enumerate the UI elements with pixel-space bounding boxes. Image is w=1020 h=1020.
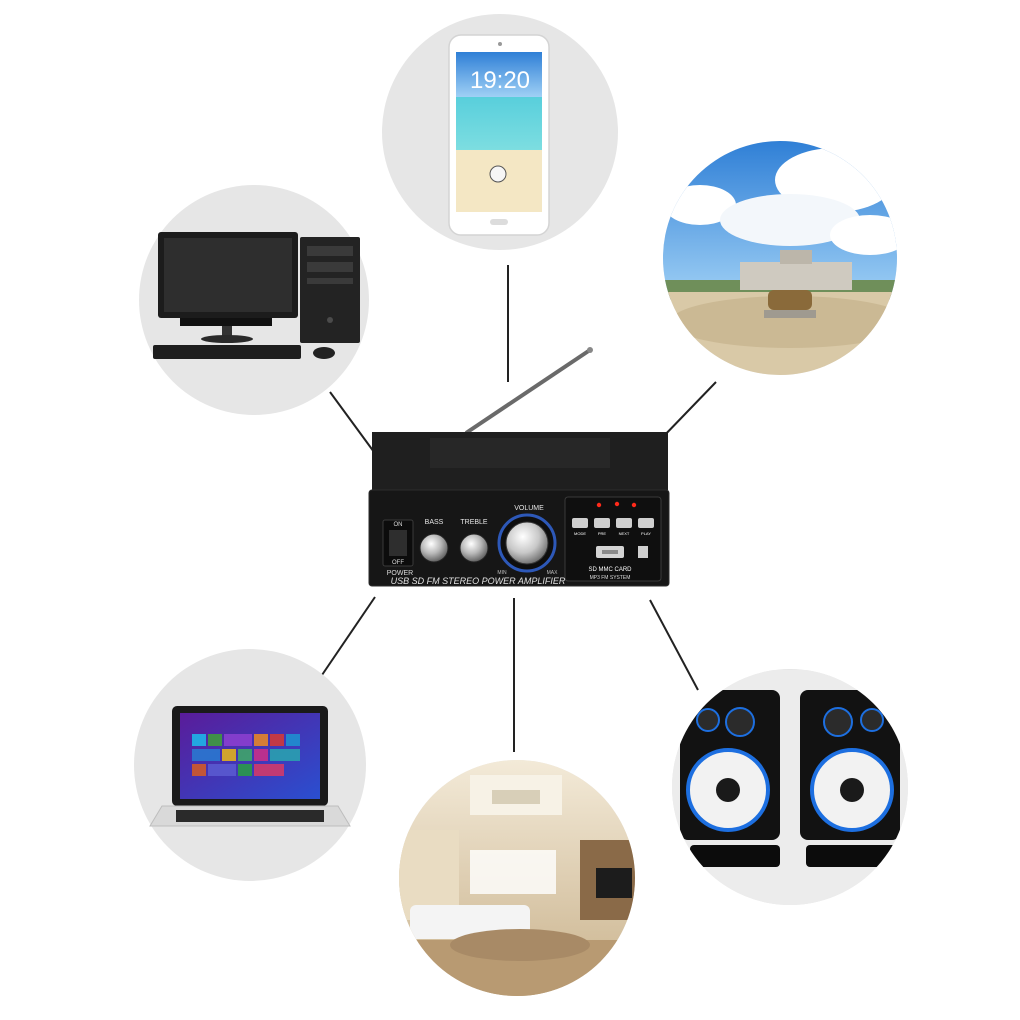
led-indicator <box>614 501 620 507</box>
power-label: POWER <box>387 570 413 577</box>
prev-label: PRE <box>598 531 607 536</box>
connector-desktop <box>329 391 375 453</box>
phone-circle: 19:20 <box>382 14 618 250</box>
plaza-circle <box>663 141 897 375</box>
system-label: MP3 FM SYSTEM <box>590 575 631 581</box>
amplifier-caption: USB SD FM STEREO POWER AMPLIFIER <box>391 576 566 586</box>
prev-button[interactable] <box>594 518 610 528</box>
sd-card-slot[interactable] <box>638 546 648 558</box>
volume-knob[interactable] <box>505 521 549 565</box>
next-label: NEXT <box>619 531 630 536</box>
volume-label: VOLUME <box>514 505 544 512</box>
switch-off-label: OFF <box>392 560 404 566</box>
mouse-icon <box>313 347 335 359</box>
treble-label: TREBLE <box>460 519 488 526</box>
tv-icon <box>596 868 632 898</box>
chandelier-icon <box>492 790 540 804</box>
switch-on-label: ON <box>394 522 403 528</box>
desktop-circle <box>139 185 369 415</box>
led-indicator <box>631 502 637 508</box>
play-button[interactable] <box>638 518 654 528</box>
keyboard-icon <box>153 345 301 359</box>
media-panel <box>564 496 662 582</box>
bass-knob[interactable] <box>419 533 449 563</box>
connector-speakers <box>649 599 699 691</box>
card-label: SD MMC CARD <box>589 567 633 573</box>
treble-knob[interactable] <box>459 533 489 563</box>
phone-clock: 19:20 <box>470 67 530 94</box>
antenna-icon <box>464 348 592 435</box>
volume-min-label: MIN <box>497 570 507 576</box>
living-room-circle <box>399 760 635 996</box>
mode-label: MODE <box>574 531 586 536</box>
mode-button[interactable] <box>572 518 588 528</box>
connector-lines <box>321 265 717 752</box>
bass-label: BASS <box>425 519 444 526</box>
laptop-circle <box>134 649 366 881</box>
bull-statue-icon <box>768 290 812 310</box>
next-button[interactable] <box>616 518 632 528</box>
play-label: PLAY <box>641 531 651 536</box>
led-indicator <box>596 502 602 508</box>
speakers-circle <box>672 669 908 905</box>
volume-max-label: MAX <box>547 570 559 576</box>
amplifier-device: ON OFF POWER BASS TREBLE VOLUME MIN MAX … <box>368 347 670 587</box>
connector-plaza <box>659 381 717 441</box>
connector-laptop <box>321 596 376 676</box>
